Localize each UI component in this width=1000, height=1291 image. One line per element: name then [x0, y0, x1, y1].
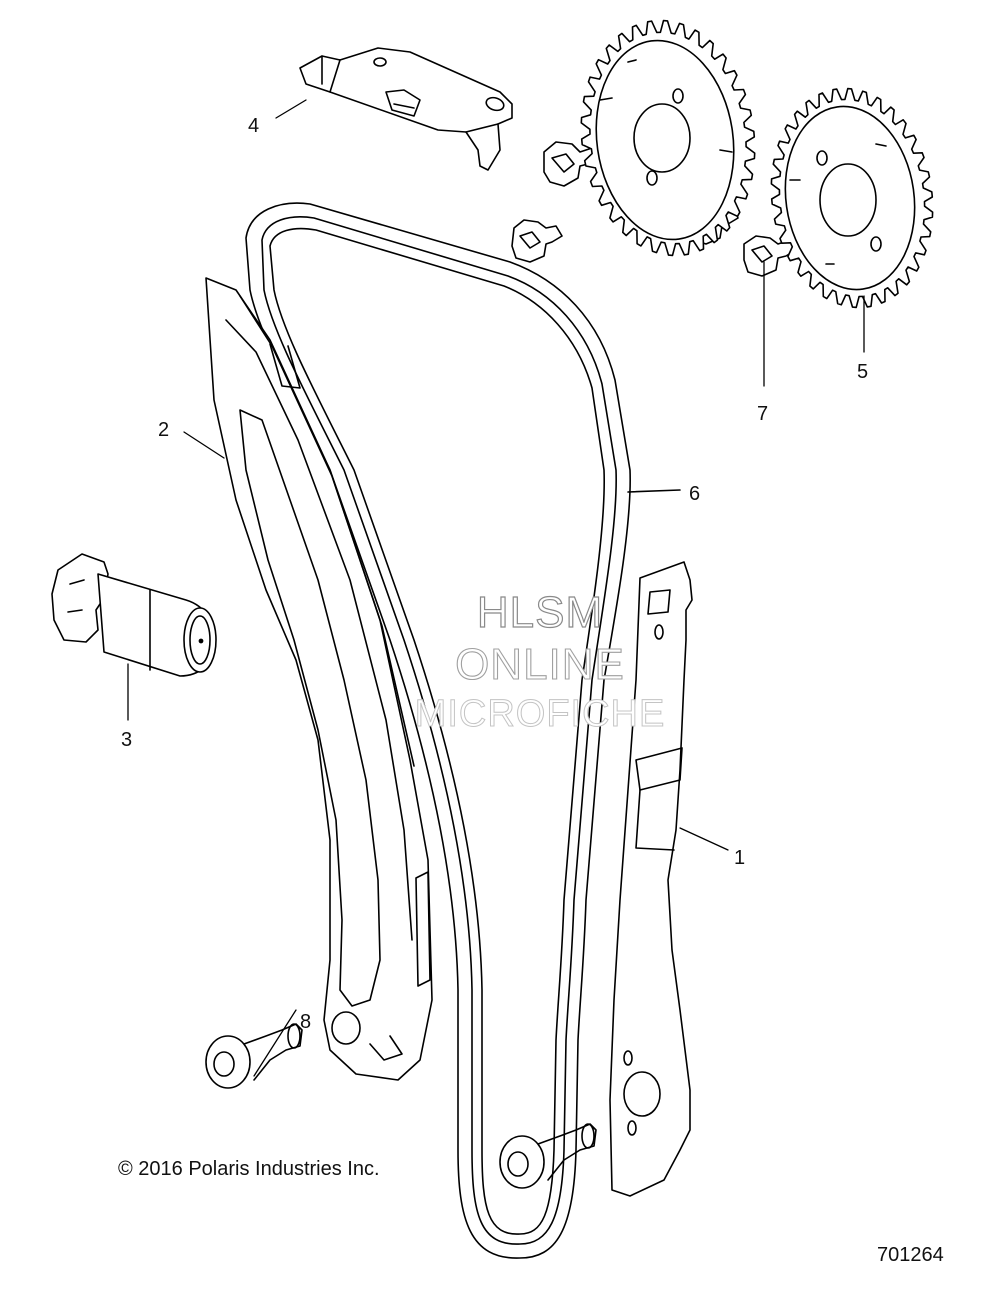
leader-line-2 — [184, 432, 224, 458]
fixed-chain-guide-part-1 — [610, 562, 692, 1196]
callout-5: 5 — [857, 361, 869, 383]
callout-4: 4 — [248, 115, 260, 137]
pivot-bolt-part-8 — [206, 1024, 596, 1188]
chain-guide-part-4 — [300, 48, 512, 170]
tensioner-guide-part-2 — [206, 278, 432, 1080]
watermark-line-2: ONLINE — [455, 639, 625, 689]
copyright-notice: © 2016 Polaris Industries Inc. — [118, 1158, 380, 1180]
callout-6: 6 — [689, 483, 701, 505]
watermark-line-1: HLSM — [476, 587, 604, 637]
leader-lines — [128, 100, 864, 1076]
chain-tensioner-part-3 — [52, 554, 216, 676]
leader-line-1 — [680, 828, 728, 850]
callout-1: 1 — [734, 847, 746, 869]
cam-sprocket-upper — [581, 21, 754, 256]
timing-chain-part-6 — [246, 203, 680, 1258]
cam-sprocket-part-5 — [771, 89, 932, 308]
watermark-line-3: MICROFICHE — [414, 693, 666, 736]
callout-2: 2 — [158, 419, 170, 441]
diagram-number: 701264 — [877, 1244, 944, 1266]
leader-line-4 — [276, 100, 306, 118]
callout-7: 7 — [757, 403, 769, 425]
callout-3: 3 — [121, 729, 133, 751]
leader-line-8 — [254, 1010, 296, 1076]
callout-8: 8 — [300, 1011, 312, 1033]
